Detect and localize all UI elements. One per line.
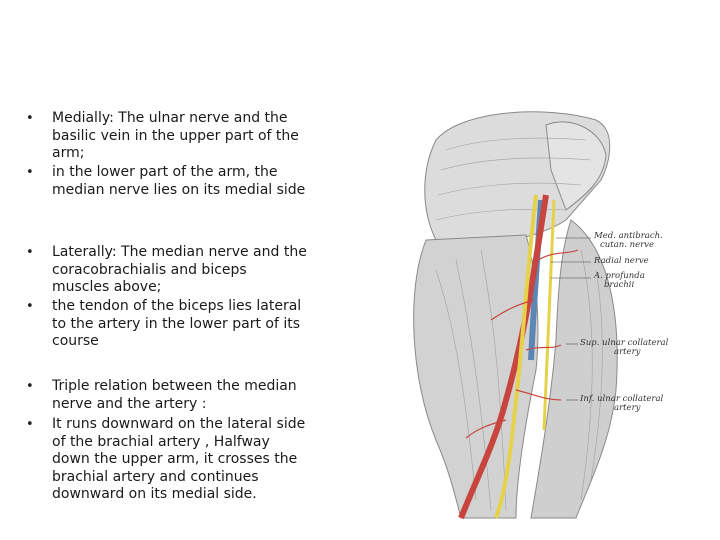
bullet-item: • Laterally: The median nerve and the co… [26, 244, 307, 297]
bullet-text: Triple relation between the median nerve… [52, 378, 297, 412]
bullet-item: • Medially: The ulnar nerve and the basi… [26, 110, 307, 163]
label-sup-ulnar: Sup. ulnar collateral [580, 338, 669, 348]
bullet-text: It runs downward on the lateral side of … [52, 416, 306, 502]
bullet-item: • the tendon of the biceps lies lateral … [26, 298, 307, 351]
label-profunda-2: brachii [604, 280, 635, 290]
label-med-antibrach: Med. antibrach. [593, 231, 663, 241]
bullet-dot: • [26, 417, 34, 432]
bullet-dot: • [26, 111, 34, 126]
bullet-dot: • [26, 299, 34, 314]
bullet-item: • It runs downward on the lateral side o… [26, 416, 307, 504]
bullet-text: in the lower part of the arm, the median… [52, 164, 306, 198]
label-med-antibrach-2: cutan. nerve [600, 240, 654, 250]
leader-lines [551, 237, 591, 401]
pectoral-tendon [545, 121, 607, 211]
median-nerve [494, 194, 538, 519]
biceps-muscle [413, 234, 539, 519]
bullet-text: Medially: The ulnar nerve and the basili… [52, 110, 299, 161]
muscle-fibers [435, 137, 603, 511]
bullet-dot: • [26, 165, 34, 180]
bullet-item: • in the lower part of the arm, the medi… [26, 164, 307, 199]
bullet-dot: • [26, 245, 34, 260]
arm-anatomy-svg: Med. antibrach. cutan. nerve Radial nerv… [413, 111, 669, 520]
brachial-artery [458, 194, 549, 520]
triceps-muscle [530, 219, 618, 519]
ulnar-nerve [542, 199, 556, 431]
bullet-text: Laterally: The median nerve and the cora… [52, 244, 307, 295]
artery-branches [465, 249, 579, 439]
bullet-dot: • [26, 379, 34, 394]
label-sup-ulnar-2: artery [614, 347, 641, 357]
bullet-item: • Triple relation between the median ner… [26, 378, 307, 413]
label-radial-nerve: Radial nerve [593, 256, 649, 266]
bullet-text: the tendon of the biceps lies lateral to… [52, 298, 302, 349]
label-profunda: A. profunda [593, 271, 645, 281]
label-inf-ulnar-2: artery [614, 403, 641, 413]
label-inf-ulnar: Inf. ulnar collateral [579, 394, 664, 404]
arm-anatomy-illustration: Med. antibrach. cutan. nerve Radial nerv… [366, 100, 696, 520]
